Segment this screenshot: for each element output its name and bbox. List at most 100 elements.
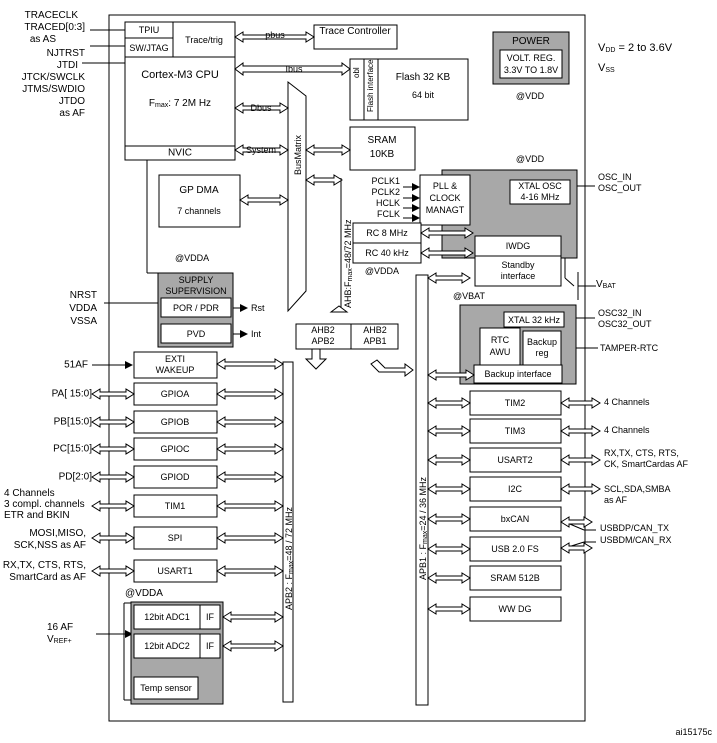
adc2: 12bit ADC2: [144, 640, 190, 651]
osc-in: OSC_IN: [598, 172, 632, 182]
pin-vref: VREF+: [47, 634, 72, 645]
backup-interface: Backup interface: [484, 368, 552, 379]
pin-vdda: VDDA: [69, 303, 97, 314]
pin-pb: PB[15:0]: [53, 416, 92, 428]
pin-51af: 51AF: [64, 359, 88, 371]
osc32-out: OSC32_OUT: [598, 319, 652, 329]
i2c: I2C: [507, 483, 523, 494]
apb2-label: APB2 : Fmax=48 / 72 MHz: [284, 506, 295, 610]
sram-block: [349, 126, 416, 171]
pin-jtck: JTCK/SWCLK: [21, 72, 85, 83]
bxcan: bxCAN: [500, 513, 530, 524]
vss-label: VSS: [598, 62, 615, 74]
at-vdda-2: @VDDA: [175, 253, 210, 263]
int-label: Int: [251, 328, 262, 339]
spi: SPI: [167, 532, 183, 543]
cpu-block: [124, 21, 236, 161]
busmatrix-label: BusMatrix: [293, 134, 303, 175]
bridge-left-1: AHB2: [311, 325, 335, 335]
tim3: TIM3: [504, 425, 526, 436]
tim3-channels: 4 Channels: [604, 424, 650, 435]
trace-controller-label: Trace Controller: [319, 26, 391, 37]
busmatrix-shape: [287, 80, 307, 313]
backup-reg-2: reg: [535, 348, 549, 358]
tim1: TIM1: [164, 500, 186, 511]
at-vdd-2: @VDD: [515, 154, 545, 164]
supply-title-1: SUPPLY: [178, 275, 214, 285]
nvic-label: NVIC: [168, 147, 192, 159]
if1: IF: [206, 611, 214, 622]
apb1-label: APB1 : Fmax=24 / 36 MHz: [418, 476, 429, 580]
osc32-in: OSC32_IN: [598, 308, 642, 318]
tpiu-label: TPIU: [138, 24, 160, 35]
usbdm-pin: USBDM/CAN_RX: [600, 535, 672, 545]
pin-jtms: JTMS/SWDIO: [22, 84, 85, 95]
label-at-vdda-3: @VDDA: [125, 588, 163, 599]
pin-traceclk: TRACECLK: [24, 10, 78, 21]
usbdp-pin: USBDP/CAN_TX: [600, 523, 670, 533]
usart2-pins-2: CK, SmartCardas AF: [604, 459, 689, 469]
usart2-pins-1: RX,TX, CTS, RTS,: [604, 448, 679, 458]
pin-traced: TRACED[0:3]: [24, 22, 85, 33]
rtc-label: RTC: [490, 335, 510, 345]
at-vbat: @VBAT: [453, 291, 485, 301]
gpiod: GPIOD: [160, 471, 190, 482]
pin-pc: PC[15:0]: [53, 443, 92, 455]
usart2: USART2: [497, 454, 533, 465]
pin-nrst: NRST: [69, 290, 97, 301]
apb1-bar: [415, 274, 429, 706]
gpioc: GPIOC: [160, 443, 190, 454]
xtal32-label: XTAL 32 kHz: [507, 314, 561, 325]
awu-label: AWU: [489, 347, 511, 357]
backup-reg-1: Backup: [526, 337, 558, 347]
tim2-channels: 4 Channels: [604, 396, 650, 407]
tamper-rtc: TAMPER-RTC: [600, 343, 659, 353]
pin-as-af: as AF: [59, 108, 85, 119]
pbus-label: pbus: [265, 29, 285, 40]
pin-njtrst: NJTRST: [46, 48, 85, 59]
pin-tim1-compl: 3 compl. channels: [4, 499, 85, 510]
usb: USB 2.0 FS: [491, 543, 539, 554]
pin-usart1-1: RX,TX, CTS, RTS,: [2, 560, 86, 571]
pin-jtdo: JTDO: [58, 96, 85, 107]
pin-tim1-ch: 4 Channels: [4, 488, 55, 499]
dma-channels: 7 channels: [177, 206, 221, 216]
fclk-label: FCLK: [376, 209, 400, 219]
rc8-label: RC 8 MHz: [366, 227, 408, 238]
i2c-pins-1: SCL,SDA,SMBA: [604, 484, 671, 494]
adc1: 12bit ADC1: [144, 611, 190, 622]
bridge-right-2: APB1: [363, 336, 387, 346]
cpu-name: Cortex-M3 CPU: [141, 68, 219, 81]
xtal-osc-1: XTAL OSC: [518, 181, 562, 191]
flash-size: Flash 32 KB: [395, 72, 451, 83]
figure-id: ai15175c: [675, 727, 712, 737]
swjtag-label: SW/JTAG: [129, 42, 169, 53]
cpu-fmax: Fmax: 7 2M Hz: [148, 98, 212, 110]
pin-pd: PD[2:0]: [58, 471, 92, 483]
exti-1: EXTI: [164, 354, 186, 364]
pll-line2: CLOCK: [429, 193, 461, 203]
dbus-label: Dbus: [250, 102, 272, 113]
at-vdd-1: @VDD: [515, 91, 545, 101]
pin-pa: PA[ 15:0]: [51, 388, 92, 400]
pin-spi-1: MOSI,MISO,: [29, 528, 86, 539]
volt-range: 3.3V TO 1.8V: [503, 65, 559, 75]
volt-reg: VOLT. REG.: [506, 53, 556, 63]
pin-tim1-etr: ETR and BKIN: [4, 510, 70, 521]
apb2-bar: [282, 361, 294, 703]
wwdg: WW DG: [498, 603, 532, 614]
sram-label: SRAM: [367, 135, 397, 146]
pin-vssa: VSSA: [70, 316, 97, 327]
exti-2: WAKEUP: [155, 365, 195, 375]
i2c-pins-2: as AF: [604, 495, 628, 505]
power-title: POWER: [512, 36, 550, 47]
pin-spi-2: SCK,NSS as AF: [13, 540, 86, 551]
bridges-block: [295, 323, 399, 350]
supply-title-2: SUPERVISION: [165, 286, 227, 296]
standby-2: interface: [500, 271, 536, 281]
gpioa: GPIOA: [160, 388, 190, 399]
pclk2-label: PCLK2: [371, 187, 400, 197]
pin-jtdi: JTDI: [56, 60, 78, 71]
flash-block: [349, 58, 469, 121]
